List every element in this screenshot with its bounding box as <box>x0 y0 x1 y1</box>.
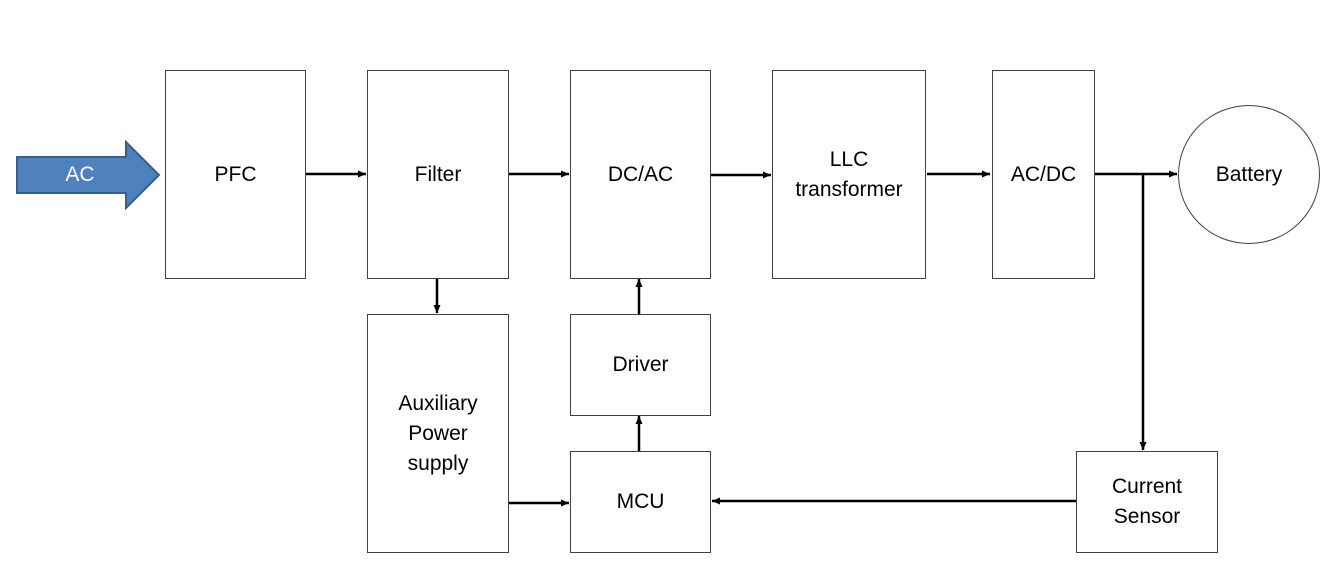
llc-transformer-block: LLC transformer <box>772 70 926 279</box>
driver-block: Driver <box>570 314 711 416</box>
battery-circle: Battery <box>1178 105 1320 244</box>
pfc-block: PFC <box>165 70 306 279</box>
auxiliary-power-supply-label: Auxiliary Power supply <box>398 391 478 475</box>
acdc-block: AC/DC <box>992 70 1095 279</box>
ac-input-arrow <box>16 139 161 211</box>
current-sensor-block: Current Sensor <box>1076 451 1218 553</box>
auxiliary-power-supply-block: Auxiliary Power supply <box>367 314 509 553</box>
acdc-label: AC/DC <box>1010 162 1077 186</box>
llc-transformer-label: LLC transformer <box>795 147 903 201</box>
dcac-block: DC/AC <box>570 70 711 279</box>
dcac-label: DC/AC <box>607 162 674 186</box>
battery-label: Battery <box>1215 162 1283 186</box>
filter-label: Filter <box>414 162 462 186</box>
mcu-label: MCU <box>616 490 665 513</box>
driver-label: Driver <box>612 353 669 376</box>
ac-input-label: AC <box>65 163 95 186</box>
pfc-label: PFC <box>214 162 257 186</box>
filter-block: Filter <box>367 70 509 279</box>
current-sensor-label: Current Sensor <box>1111 475 1183 528</box>
mcu-block: MCU <box>570 451 711 553</box>
